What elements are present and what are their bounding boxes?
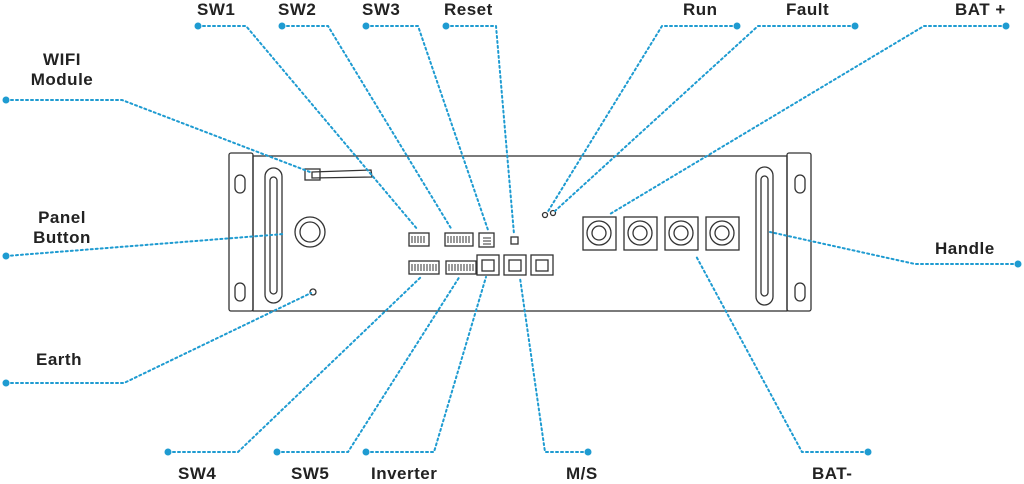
label-earth: Earth [36,350,82,369]
label-sw5: SW5 [291,464,330,483]
label-panel-line2: Button [33,228,91,247]
leader-line-run [546,25,738,214]
ear-slot [794,282,806,302]
terminal-3 [664,216,699,251]
leader-line-bat-minus [695,255,869,453]
leader-dot-run [733,22,741,30]
ms-port-a [503,254,527,276]
leader-dot-sw1 [194,22,202,30]
leader-line-inverter [365,276,487,453]
ear-slot [794,174,806,194]
label-wifi-line2: Module [30,70,94,89]
leader-line-sw2 [281,25,453,231]
leader-dot-sw4 [164,448,172,456]
leader-dot-ms [584,448,592,456]
leader-line-sw1 [197,25,419,231]
leader-line-bat-plus [609,25,1007,215]
leader-dot-fault [851,22,859,30]
panel-button [294,216,326,248]
ear-slot [234,282,246,302]
left-rack-ear [228,152,254,312]
earth-point [309,288,317,296]
sw5-switch [445,260,477,275]
sw3-switch [478,232,495,248]
label-panel-button: Panel Button [22,208,102,248]
leader-line-panel [5,233,285,257]
label-wifi-line1: WIFI [43,50,81,69]
leader-line-sw5 [276,275,461,453]
leader-dot-sw3 [362,22,370,30]
ms-port-b [530,254,554,276]
leader-dot-wifi [2,96,10,104]
reset-button [510,236,519,245]
leader-line-earth [5,292,312,384]
label-panel-line1: Panel [38,208,86,227]
leader-line-sw3 [365,25,489,231]
label-handle: Handle [935,239,995,258]
leader-line-reset [445,25,515,235]
terminal-1 [582,216,617,251]
leader-dot-reset [442,22,450,30]
leader-line-ms [519,277,589,453]
leader-dot-inverter [362,448,370,456]
leader-dot-sw5 [273,448,281,456]
label-wifi-module: WIFI Module [22,50,102,90]
leader-dot-sw2 [278,22,286,30]
ear-slot [234,174,246,194]
wifi-module-antenna [304,168,321,181]
run-led [541,211,549,219]
leader-dot-handle [1014,260,1022,268]
right-rack-ear [786,152,812,312]
leader-dot-panel [2,252,10,260]
leader-line-fault [554,25,856,212]
leader-line-handle [769,231,1019,265]
leader-dot-bat-minus [864,448,872,456]
label-reset: Reset [444,0,493,19]
leader-line-sw4 [167,275,423,453]
label-run: Run [683,0,718,19]
inverter-port [476,254,500,276]
label-sw4: SW4 [178,464,217,483]
label-sw1: SW1 [197,0,236,19]
leader-dot-earth [2,379,10,387]
label-sw3: SW3 [362,0,401,19]
label-fault: Fault [786,0,830,19]
front-panel [252,155,788,312]
label-ms: M/S [566,464,598,483]
fault-led [549,209,557,217]
right-handle [755,166,774,306]
label-bat-minus: BAT- [812,464,853,483]
label-bat-plus: BAT + [955,0,1006,19]
terminal-4 [705,216,740,251]
leader-line-wifi [5,99,311,173]
sw4-switch [408,260,440,275]
label-inverter: Inverter [371,464,438,483]
sw1-switch [408,232,430,247]
leader-dot-bat-plus [1002,22,1010,30]
sw2-switch [444,232,474,247]
terminal-2 [623,216,658,251]
label-sw2: SW2 [278,0,317,19]
